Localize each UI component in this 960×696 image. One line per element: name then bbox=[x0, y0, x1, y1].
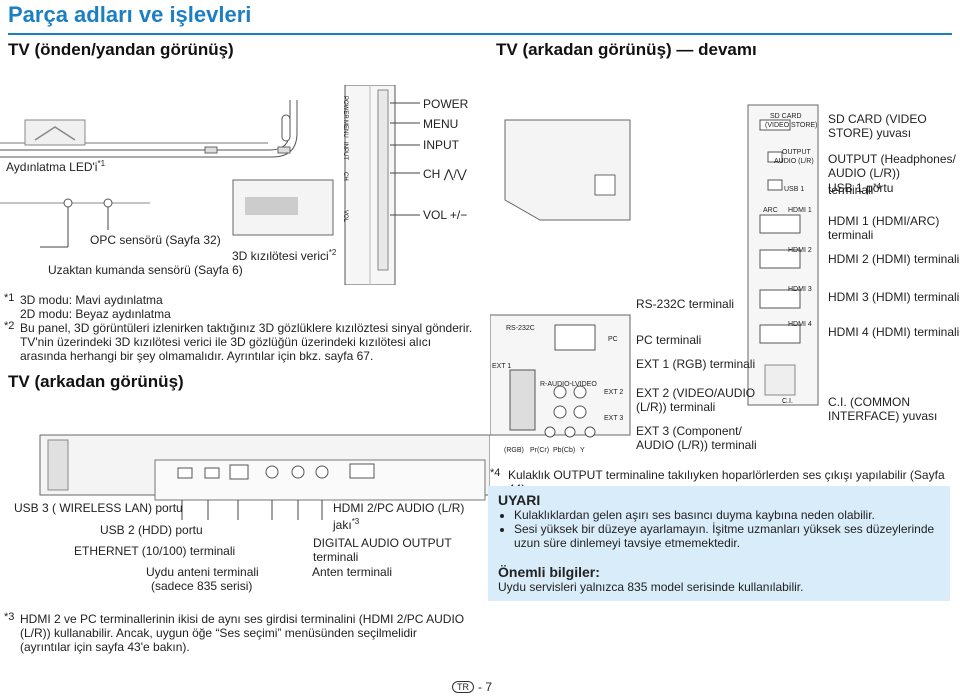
note1-mark: *1 bbox=[4, 292, 15, 304]
ci-label: C.I. (COMMON INTERFACE) yuvası bbox=[828, 395, 938, 423]
note3-text: HDMI 2 ve PC terminallerinin ikisi de ay… bbox=[20, 612, 465, 654]
panel-hdmi2: HDMI 2 bbox=[788, 247, 812, 254]
warning-item: Kulaklıklardan gelen aşırı ses basıncı d… bbox=[514, 508, 940, 522]
note3-mark: *3 bbox=[4, 611, 15, 623]
side-ch-text: CH bbox=[342, 172, 348, 181]
side-input-text: INPUT bbox=[342, 142, 348, 160]
warning-list: Kulaklıklardan gelen aşırı ses basıncı d… bbox=[498, 508, 940, 550]
panel-ext3: EXT 3 bbox=[604, 415, 624, 422]
panel-pr: Pr(Cr) bbox=[530, 447, 550, 454]
panel-hdmi4: HDMI 4 bbox=[788, 321, 812, 328]
pc-label: PC terminali bbox=[636, 333, 702, 347]
rs232-label: RS-232C terminali bbox=[636, 297, 735, 311]
hdmi1-label: HDMI 1 (HDMI/ARC) terminali bbox=[828, 214, 940, 242]
panel-ext1: EXT 1 bbox=[492, 363, 512, 370]
ext1-label: EXT 1 (RGB) terminali bbox=[636, 357, 756, 371]
note2-mark: *2 bbox=[4, 320, 15, 332]
input-label: INPUT bbox=[423, 138, 459, 152]
side-menu-text: MENU bbox=[342, 120, 348, 138]
panel-video: VIDEO bbox=[575, 381, 597, 388]
side-power-text: POWER bbox=[342, 96, 348, 119]
panel-audiolr: AUDIO (L/R) bbox=[774, 158, 814, 165]
panel-pc: PC bbox=[608, 336, 618, 343]
panel-videostore: (VIDEO STORE) bbox=[765, 122, 818, 129]
hdmi2pc-label-1: HDMI 2/PC AUDIO (L/R) bbox=[333, 501, 465, 515]
front-view-heading: TV (önden/yandan görünüş) bbox=[8, 40, 234, 59]
note4-mark: *4 bbox=[490, 467, 501, 479]
ext3-label: EXT 3 (Component/ AUDIO (L/R)) terminali bbox=[636, 424, 757, 452]
panel-output: OUTPUT bbox=[782, 149, 811, 156]
hdmi4-label: HDMI 4 (HDMI) terminali bbox=[828, 325, 960, 339]
note2-line2: TV'nin üzerindeki 3D kızılötesi verici i… bbox=[20, 335, 432, 363]
title-rule bbox=[8, 33, 952, 35]
sdcard-label: SD CARD (VIDEO STORE) yuvası bbox=[828, 112, 927, 140]
usb1-label: USB 1 portu bbox=[828, 181, 894, 195]
rear-view-illustration bbox=[39, 434, 490, 520]
warning-title: UYARI bbox=[498, 492, 541, 508]
power-label: POWER bbox=[423, 97, 469, 111]
antenna-label: Anten terminali bbox=[312, 565, 393, 579]
panel-arc: ARC bbox=[763, 207, 778, 214]
satellite-label-1: Uydu anteni terminali bbox=[146, 565, 259, 579]
panel-hdmi1: HDMI 1 bbox=[788, 207, 812, 214]
panel-y: Y bbox=[580, 447, 585, 454]
vol-label: VOL +/− bbox=[423, 208, 468, 222]
warning-box: UYARI Kulaklıklardan gelen aşırı ses bas… bbox=[488, 486, 950, 601]
note2-line1: Bu panel, 3D görüntüleri izlenirken takt… bbox=[20, 321, 473, 335]
panel-rs232c: RS-232C bbox=[506, 325, 535, 332]
hdmi2-label: HDMI 2 (HDMI) terminali bbox=[828, 252, 960, 266]
ext2-label: EXT 2 (VIDEO/AUDIO (L/R)) terminali bbox=[636, 386, 756, 414]
output-label: OUTPUT (Headphones/ AUDIO (L/R)) termina… bbox=[828, 152, 956, 197]
ir-label: 3D kızılötesi verici*2 bbox=[232, 248, 337, 263]
panel-raudio: R-AUDIO-L bbox=[540, 381, 576, 388]
remote-label: Uzaktan kumanda sensörü (Sayfa 6) bbox=[48, 263, 243, 277]
hdmi3-label: HDMI 3 (HDMI) terminali bbox=[828, 290, 960, 304]
side-vol-text: VOL bbox=[342, 210, 348, 223]
menu-label: MENU bbox=[423, 117, 459, 131]
panel-hdmi3: HDMI 3 bbox=[788, 286, 812, 293]
page-number-text: - 7 bbox=[478, 680, 493, 694]
usb2-label: USB 2 (HDD) portu bbox=[100, 523, 203, 537]
panel-ci: C.I. bbox=[782, 398, 793, 405]
panel-sdcard: SD CARD bbox=[770, 113, 802, 120]
front-view-illustration bbox=[0, 85, 420, 285]
rear-terminal-illustration bbox=[490, 104, 819, 438]
note1-line2: 2D modu: Beyaz aydınlatma bbox=[20, 307, 171, 321]
digital-audio-label-2: terminali bbox=[313, 550, 359, 564]
rear-view-heading: TV (arkadan görünüş) bbox=[8, 372, 184, 391]
led-label: Aydınlatma LED'i*1 bbox=[6, 159, 106, 174]
satellite-label-2: (sadece 835 serisi) bbox=[151, 579, 253, 593]
ch-label: CH ⋀/⋁ bbox=[423, 167, 467, 181]
panel-ext2: EXT 2 bbox=[604, 389, 624, 396]
usb3-label: USB 3 ( WIRELESS LAN) portu bbox=[14, 501, 183, 515]
page-number: TR - 7 bbox=[452, 680, 492, 694]
language-badge: TR bbox=[452, 681, 474, 693]
panel-pb: Pb(Cb) bbox=[553, 447, 576, 454]
ethernet-label: ETHERNET (10/100) terminali bbox=[74, 544, 236, 558]
hdmi2pc-label-2: jakı*3 bbox=[333, 517, 360, 532]
panel-rgb: (RGB) bbox=[504, 447, 524, 454]
important-text: Uydu servisleri yalnızca 835 model seris… bbox=[498, 580, 804, 594]
digital-audio-label-1: DIGITAL AUDIO OUTPUT bbox=[313, 536, 452, 550]
important-title: Önemli bilgiler: bbox=[498, 564, 600, 580]
warning-item: Sesi yüksek bir düzeye ayarlamayın. İşit… bbox=[514, 522, 940, 550]
rear-view-cont-heading: TV (arkadan görünüş) — devamı bbox=[496, 40, 757, 59]
opc-label: OPC sensörü (Sayfa 32) bbox=[90, 233, 221, 247]
page-title: Parça adları ve işlevleri bbox=[8, 2, 252, 27]
note1-line1: 3D modu: Mavi aydınlatma bbox=[20, 293, 163, 307]
panel-usb1: USB 1 bbox=[784, 186, 805, 193]
